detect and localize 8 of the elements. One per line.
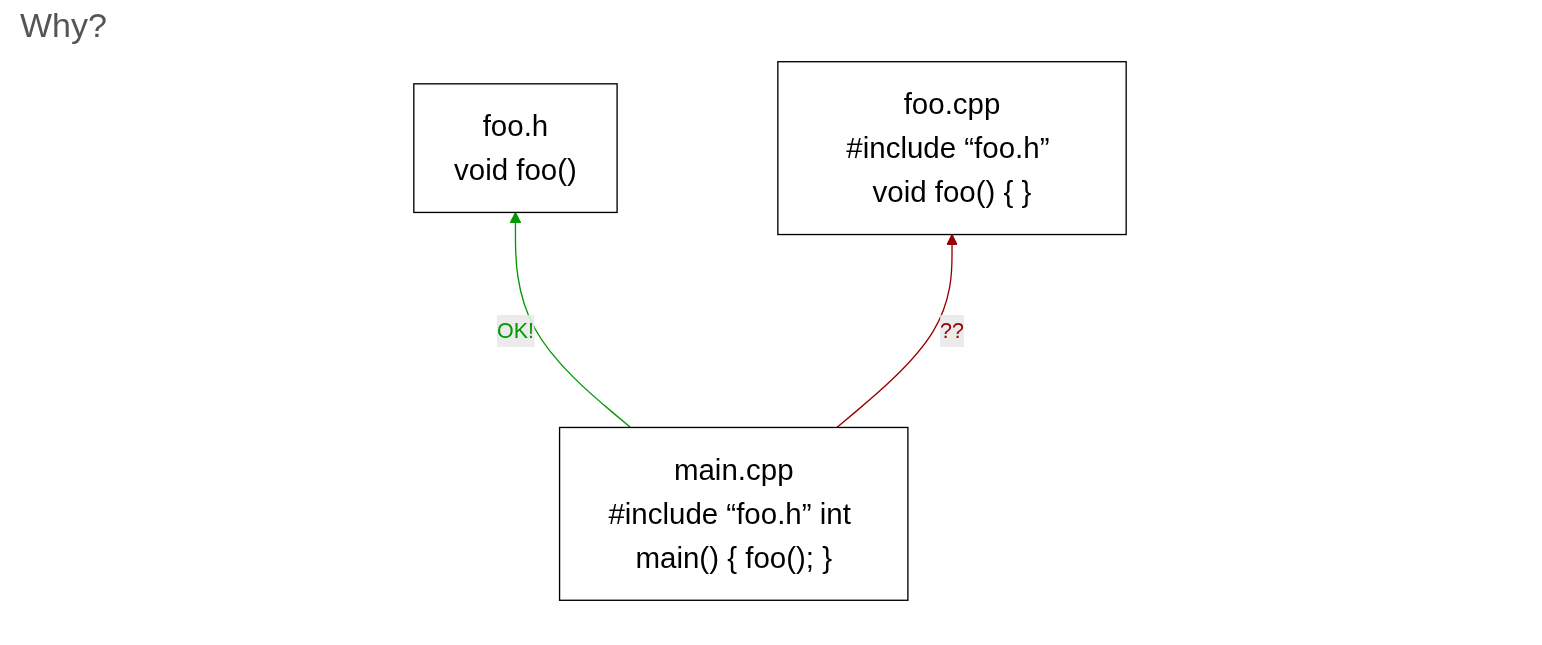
edge-label: OK!	[496, 318, 534, 342]
edge-label: ??	[940, 318, 964, 342]
node-box: foo.cpp #include “foo.h” void foo() { }	[777, 61, 1127, 236]
arrow	[836, 234, 958, 429]
arrow	[509, 211, 632, 429]
node-box: foo.h void foo()	[413, 83, 618, 214]
node-box: main.cpp #include “foo.h” int main() { foo(); }	[558, 426, 909, 601]
slide-title: Why?	[20, 6, 108, 45]
